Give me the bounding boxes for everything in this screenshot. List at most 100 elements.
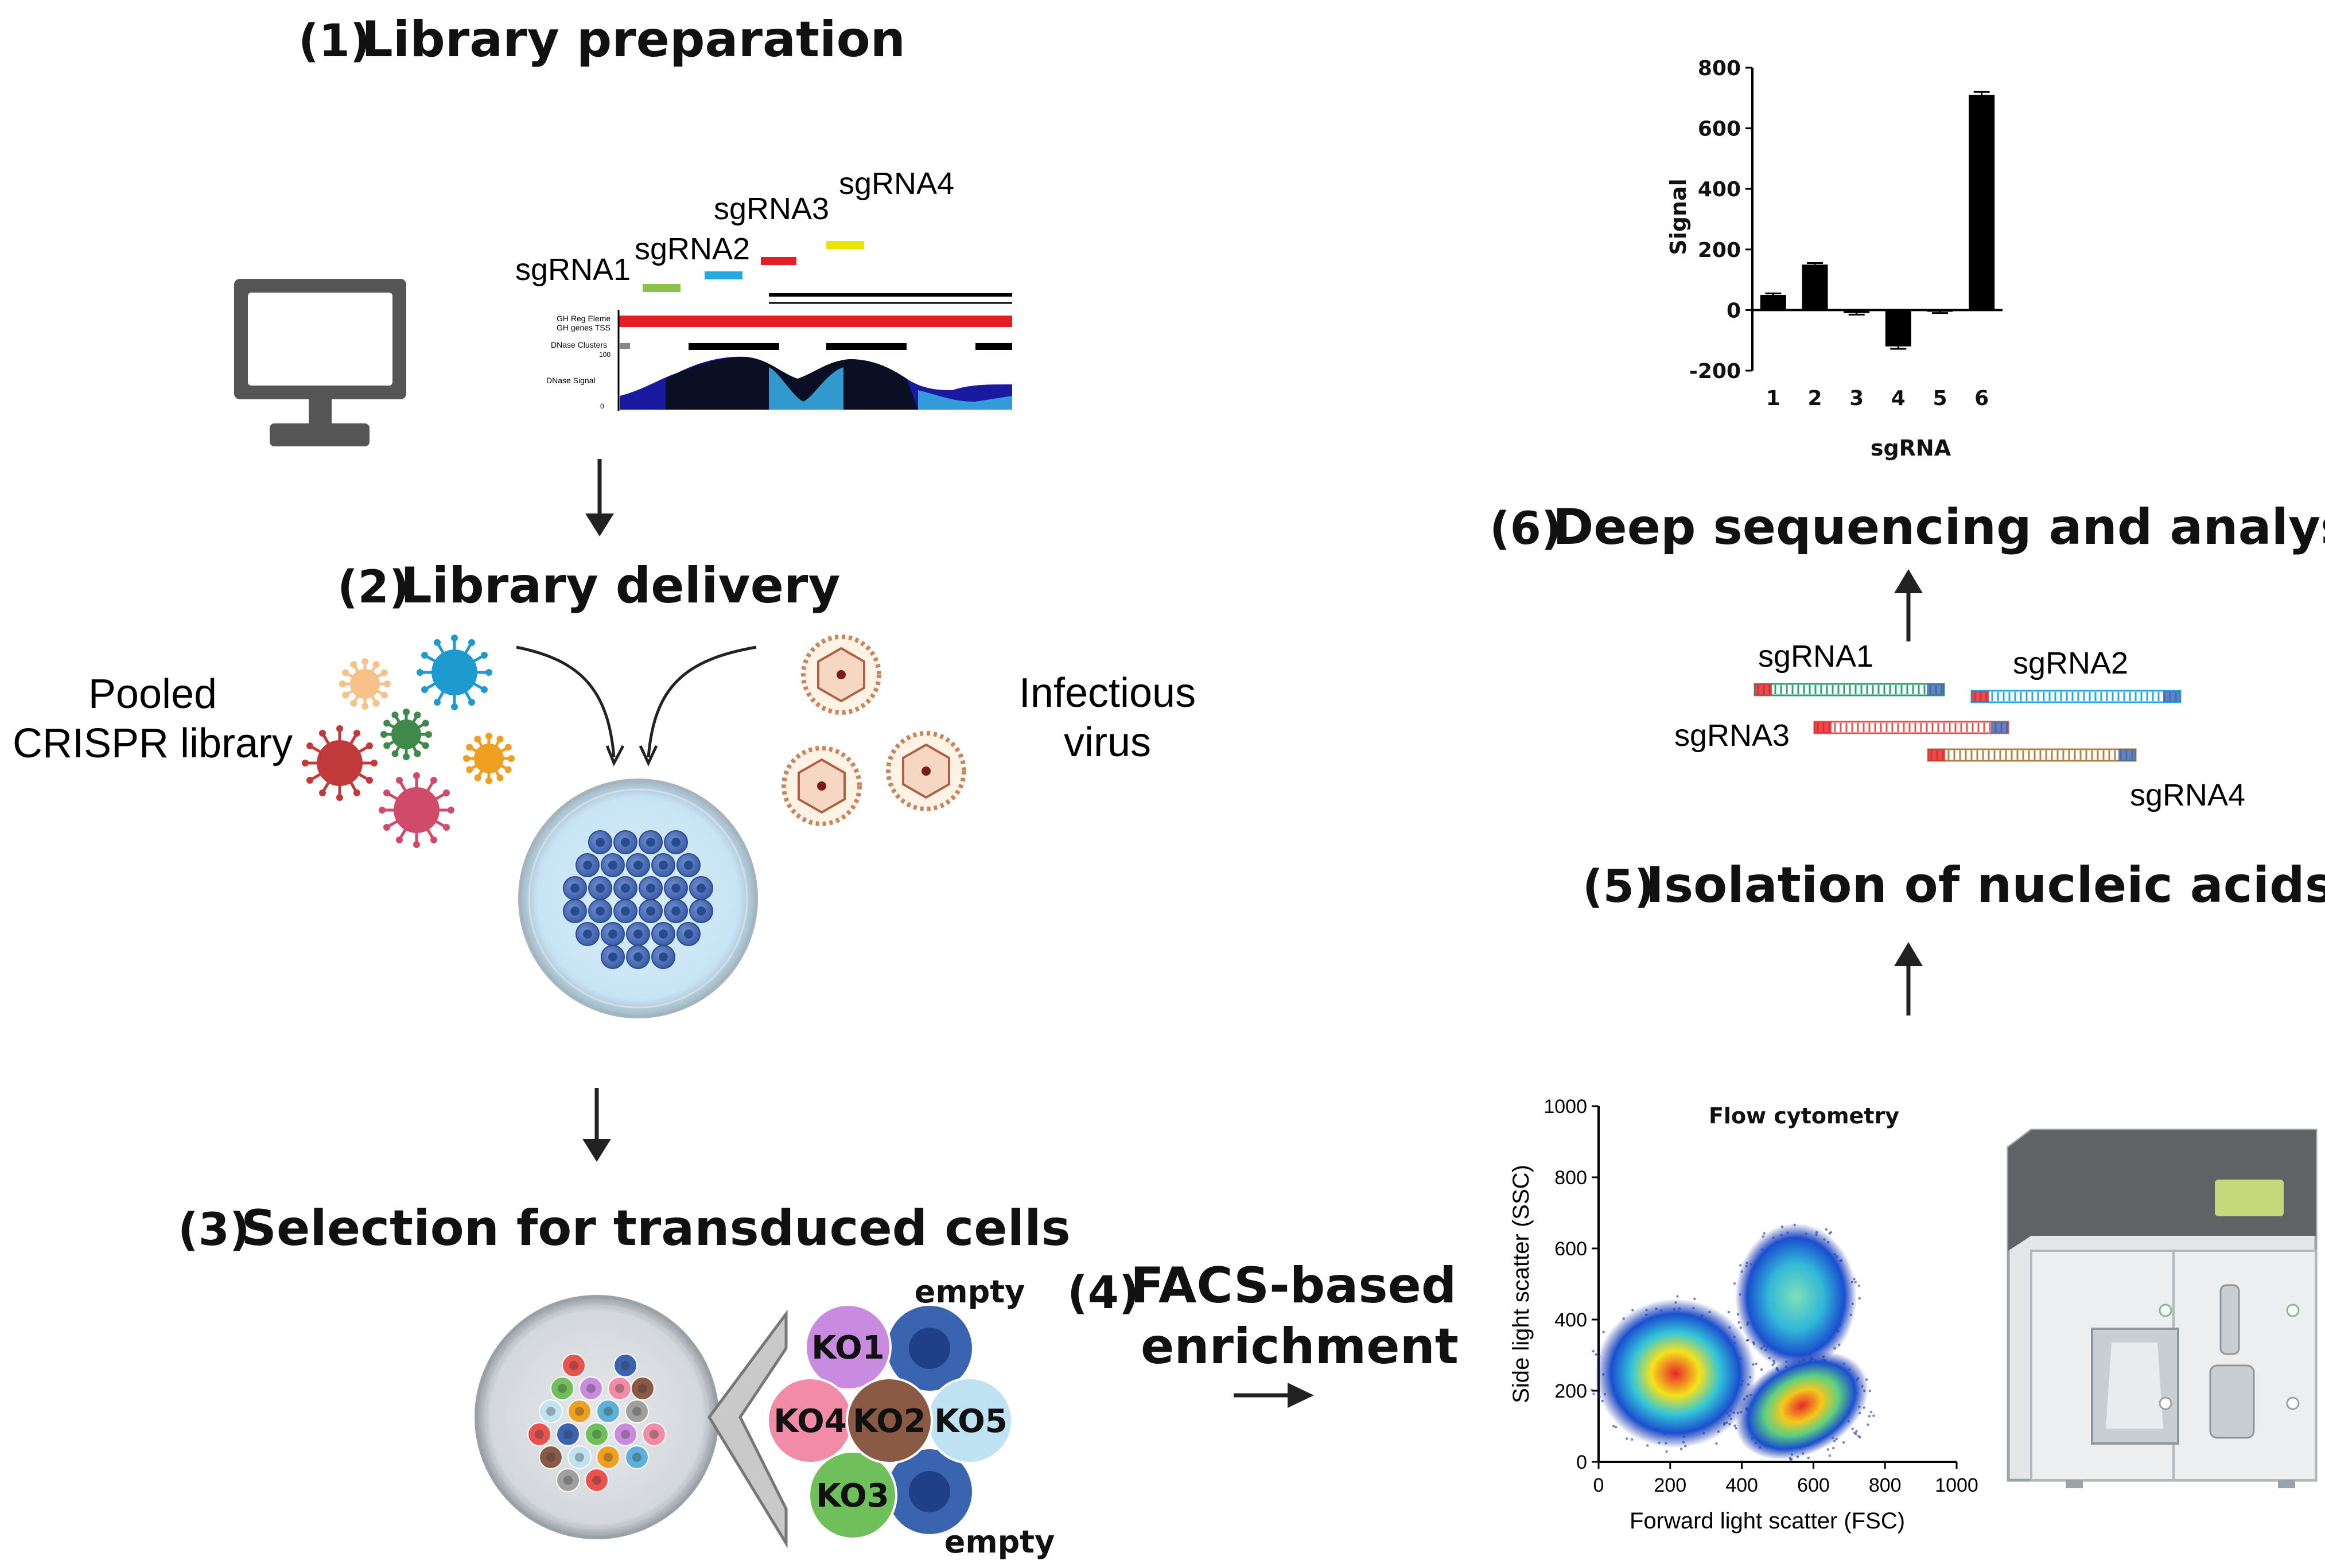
step3-title: Selection for transduced cells [241,1200,1071,1257]
arrow-step1-to-step2 [585,459,614,536]
bar-sgrna-5 [1927,310,1953,312]
infectious-virus-particle-icon [782,635,966,826]
flow-xtick: 600 [1797,1474,1830,1496]
flow-xtick: 400 [1725,1474,1758,1496]
step5-title: Isolation of nucleic acids [1646,857,2325,914]
read-label-4: sgRNA4 [2130,778,2245,812]
guide-label-2: sgRNA2 [635,232,750,266]
bar-sgrna-2 [1802,264,1828,310]
flow-xlabel: Forward light scatter (FSC) [1630,1508,1905,1534]
arrow-step2-to-step3 [582,1088,611,1162]
arrow-step5-to-step6 [1894,569,1923,641]
read-label-1: sgRNA1 [1758,639,1873,674]
bar-chart-xtick: 5 [1933,387,1947,410]
knockout-cell-cluster: KO1 KO4 KO2 KO5 KO3 empty empty [767,1274,1055,1560]
arrow-step4-to-facs [1234,1383,1314,1408]
zoom-wedge [707,1309,788,1548]
bar-chart-ytick: 200 [1698,239,1741,262]
cell [567,1445,592,1469]
flow-ylabel: Side light scatter (SSC) [1508,1165,1534,1403]
step6-title: Deep sequencing and analysis [1553,499,2325,556]
sequencing-reads: sgRNA1 sgRNA2 sgRNA3 sgRNA4 [1674,639,2245,812]
flow-xtick: 0 [1593,1474,1604,1496]
bar-chart-ylabel: Signal [1666,178,1691,255]
cell [567,1399,592,1423]
cell [579,1376,603,1400]
lentivirus-library-particles [302,635,515,848]
cell [596,1445,620,1469]
cell [585,1422,609,1446]
flow-ytick: 400 [1554,1309,1587,1331]
flow-xtick: 800 [1869,1474,1902,1496]
track-label-5: DNase Signal [546,376,596,385]
ko1-cell [804,1304,892,1391]
population-granulocytes [1735,1223,1857,1370]
pooled-library-label-line1: Pooled [88,671,217,717]
ko2-cell [846,1377,933,1464]
read-label-2: sgRNA2 [2013,646,2128,680]
petri-dish-transduced [475,1295,719,1539]
flow-ytick: 0 [1576,1452,1587,1473]
step6-number: (6) [1490,503,1562,555]
bar-chart-xtick: 4 [1891,387,1906,410]
sequencing-read [1754,683,1945,697]
cell [585,1468,609,1492]
bar-chart-xtick: 3 [1849,387,1864,410]
cell [642,1422,666,1446]
arrow-library-to-dish [516,645,616,758]
guide-mark-2 [705,271,742,279]
cell [631,1376,655,1400]
arrow-virus-to-dish [647,645,757,758]
step4-number: (4) [1067,1267,1140,1319]
step3-number: (3) [178,1204,250,1256]
library-virus-particle [339,658,391,710]
cell [539,1399,563,1423]
cell [562,1353,586,1378]
arrow-step4-to-step5 [1894,942,1923,1015]
ko2-label: KO2 [853,1403,926,1440]
flow-xtick: 200 [1654,1474,1686,1496]
track-label-3: DNase Clusters [551,340,607,349]
cell [527,1422,551,1446]
cell [596,1399,620,1423]
bar-chart-ytick: 400 [1698,178,1741,201]
library-virus-particle [463,733,515,784]
empty-label-top: empty [915,1274,1025,1310]
cell [613,1422,637,1446]
guide-label-4: sgRNA4 [839,166,954,201]
track-label-2: GH genes TSS [557,323,611,332]
read-label-3: sgRNA3 [1674,718,1790,753]
infectious-virus-label-line2: virus [1064,719,1151,765]
flow-ytick: 800 [1554,1167,1587,1189]
library-virus-particle [379,772,454,848]
bar-sgrna-3 [1844,310,1870,313]
guide-label-3: sgRNA3 [714,192,829,226]
cell [556,1468,580,1492]
step5-number: (5) [1583,861,1655,913]
bar-sgrna-4 [1885,310,1911,347]
bar-chart-ytick: 600 [1698,118,1741,141]
genome-browser-track: sgRNA1 sgRNA2 sgRNA3 sgRNA4 GH Reg Eleme… [515,166,1012,411]
bar-chart-ytick: 800 [1698,57,1741,80]
flow-cytometer-instrument-icon [2007,1129,2318,1488]
population-monocytes [1735,1351,1869,1460]
guide-mark-3 [761,257,796,265]
sequencing-read [1813,721,2009,734]
ko4-label: KO4 [773,1403,846,1440]
flow-ytick: 1000 [1543,1096,1587,1118]
ko3-label: KO3 [816,1477,889,1515]
ko3-cell [808,1450,897,1540]
step4-title-line2: enrichment [1141,1318,1459,1375]
empty-label-bottom: empty [944,1524,1055,1560]
cell [625,1399,649,1423]
bar-chart-xlabel: sgRNA [1871,435,1951,461]
petri-dish-with-cells [518,779,758,1018]
track-label-4: 100 [599,351,611,359]
flow-xtick: 1000 [1935,1474,1978,1496]
library-virus-particle [417,635,492,710]
cell [625,1445,649,1469]
step2-title: Library delivery [401,557,840,614]
library-virus-particle [380,709,432,760]
bar-chart-ytick: 0 [1727,299,1741,322]
